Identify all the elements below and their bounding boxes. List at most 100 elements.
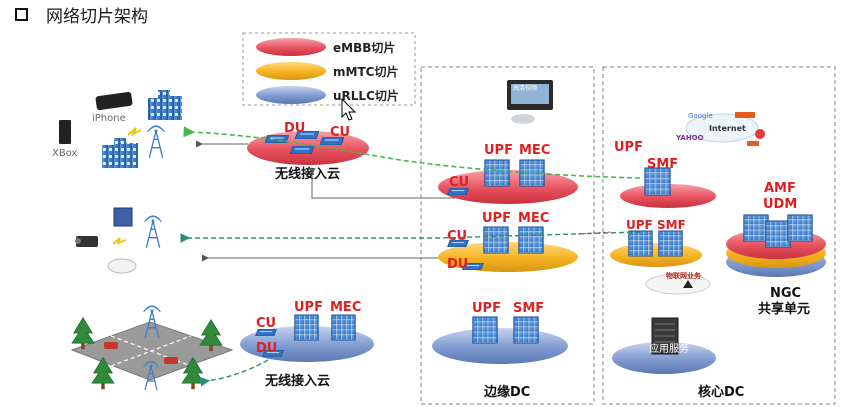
building-icon xyxy=(170,96,182,120)
bottom-mec-label: MEC xyxy=(330,300,361,315)
car-icon xyxy=(164,357,178,364)
building-icon xyxy=(148,98,158,120)
core-urllc-slice xyxy=(612,342,716,374)
top-cu-label: CU xyxy=(330,125,350,140)
embb-terminals: XBox iPhone xyxy=(52,90,182,168)
legend-embb-label: eMBB切片 xyxy=(333,40,395,55)
edge-dc-caption: 边缘DC xyxy=(483,384,530,400)
server-icon xyxy=(331,314,356,341)
core-mmtc-upf-label: UPF xyxy=(626,218,653,232)
embb-slice-path xyxy=(183,126,641,179)
camera-lens-icon xyxy=(75,238,81,244)
xbox-label: XBox xyxy=(52,148,78,159)
cell-tower-icon xyxy=(143,215,163,248)
mmtc-slice-path xyxy=(180,231,641,243)
internet-cloud: Internet Google YAHOO xyxy=(675,112,765,146)
edge-mmtc-mec-label: MEC xyxy=(518,211,549,226)
core-mmtc-slice xyxy=(610,243,702,267)
edge-urllc-upf-label: UPF xyxy=(472,301,501,316)
urllc-terminals xyxy=(70,305,234,390)
top-du-label: DU xyxy=(284,121,305,136)
server-icon xyxy=(628,230,653,257)
legend-mmtc-label: mMTC切片 xyxy=(333,64,398,79)
edge-dc-frame xyxy=(420,66,595,405)
title-bullet-icon xyxy=(15,8,28,21)
core-link-line xyxy=(577,231,613,235)
internet-label: Internet xyxy=(709,124,746,133)
building-icon xyxy=(158,90,170,120)
core-embb-slice xyxy=(620,184,716,208)
page-title: 网络切片架构 xyxy=(46,7,148,27)
car-icon xyxy=(104,342,118,349)
building-icon xyxy=(126,143,138,168)
connection-lines xyxy=(180,126,641,387)
camera-icon xyxy=(76,236,98,247)
sina-logo-icon xyxy=(735,112,755,118)
web-logo-icon xyxy=(747,141,759,146)
edge-mmtc-du-label: DU xyxy=(447,257,468,272)
iot-service-cloud xyxy=(645,273,711,295)
bottom-upf-label: UPF xyxy=(294,300,323,315)
legend-urllc-swatch xyxy=(256,86,326,104)
embb-core-line xyxy=(308,168,455,199)
edge-embb-mec-label: MEC xyxy=(519,143,550,158)
edge-embb-cu-label: CU xyxy=(449,175,469,190)
rack-slots xyxy=(655,323,675,343)
legend-urllc-label: uRLLC切片 xyxy=(333,88,399,103)
cell-tower-icon xyxy=(146,125,166,158)
urllc-slice-path xyxy=(199,359,269,387)
ngc-caption-line1: NGC xyxy=(770,286,801,301)
legend-embb-swatch xyxy=(256,38,326,56)
top-access-cloud-caption: 无线接入云 xyxy=(274,166,340,182)
core-embb-upf-label: UPF xyxy=(614,140,643,155)
iphone-icon xyxy=(95,91,133,111)
google-label: Google xyxy=(688,112,713,120)
mmtc-terminals xyxy=(75,207,163,274)
legend-mmtc-swatch xyxy=(256,62,326,80)
bottom-cu-label: CU xyxy=(256,316,276,331)
server-icon xyxy=(658,230,683,257)
hd-video-label: 高清视频 xyxy=(513,84,537,92)
server-icon xyxy=(644,167,671,196)
bottom-du-label: DU xyxy=(256,341,277,356)
core-dc: Internet Google YAHOO UPF SMF UPF SMF 物联… xyxy=(610,112,826,400)
building-icon xyxy=(114,138,126,168)
app-service-label: 应用服务 xyxy=(649,342,689,355)
edge-mmtc-cu-label: CU xyxy=(447,229,467,244)
edge-dc: 高清视频 UPF MEC CU UPF MEC CU DU UPF SMF 边缘… xyxy=(432,80,578,400)
bottom-access-cloud-caption: 无线接入云 xyxy=(264,373,330,389)
ngc-caption-line2: 共享单元 xyxy=(758,301,810,317)
ngc-amf-label: AMF xyxy=(764,181,796,196)
server-icon xyxy=(513,316,539,344)
iphone-label: iPhone xyxy=(92,113,126,124)
iot-service-label: 物联网业务 xyxy=(666,271,702,280)
server-icon xyxy=(518,226,544,254)
ngc-udm-label: UDM xyxy=(763,197,797,212)
edge-mmtc-upf-label: UPF xyxy=(482,211,511,226)
ngc-shared-unit: AMF UDM NGC 共享单元 xyxy=(726,181,826,317)
core-dc-caption: 核心DC xyxy=(698,384,744,400)
smoke-detector-icon xyxy=(107,258,137,274)
video-screen xyxy=(511,84,549,104)
radio-signal-icon xyxy=(112,237,127,245)
mouse-cursor-icon xyxy=(341,97,357,121)
weibo-logo-icon xyxy=(755,129,765,139)
slice-legend: eMBB切片 mMTC切片 uRLLC切片 xyxy=(242,32,416,121)
edge-urllc-smf-label: SMF xyxy=(513,301,544,316)
edge-embb-upf-label: UPF xyxy=(484,143,513,158)
yahoo-label: YAHOO xyxy=(675,134,704,142)
server-icon xyxy=(483,226,509,254)
switch-icon xyxy=(290,146,314,154)
smart-meter-icon xyxy=(113,207,133,227)
server-icon xyxy=(472,316,498,344)
core-mmtc-smf-label: SMF xyxy=(657,218,686,232)
edge-urllc-slice xyxy=(432,328,568,364)
server-icon xyxy=(294,314,319,341)
server-icon xyxy=(743,214,769,242)
building-icon xyxy=(102,145,114,168)
xbox-icon xyxy=(59,120,71,144)
core-dc-frame xyxy=(602,66,836,405)
server-icon xyxy=(787,214,813,242)
page-header: 网络切片架构 xyxy=(15,7,148,27)
